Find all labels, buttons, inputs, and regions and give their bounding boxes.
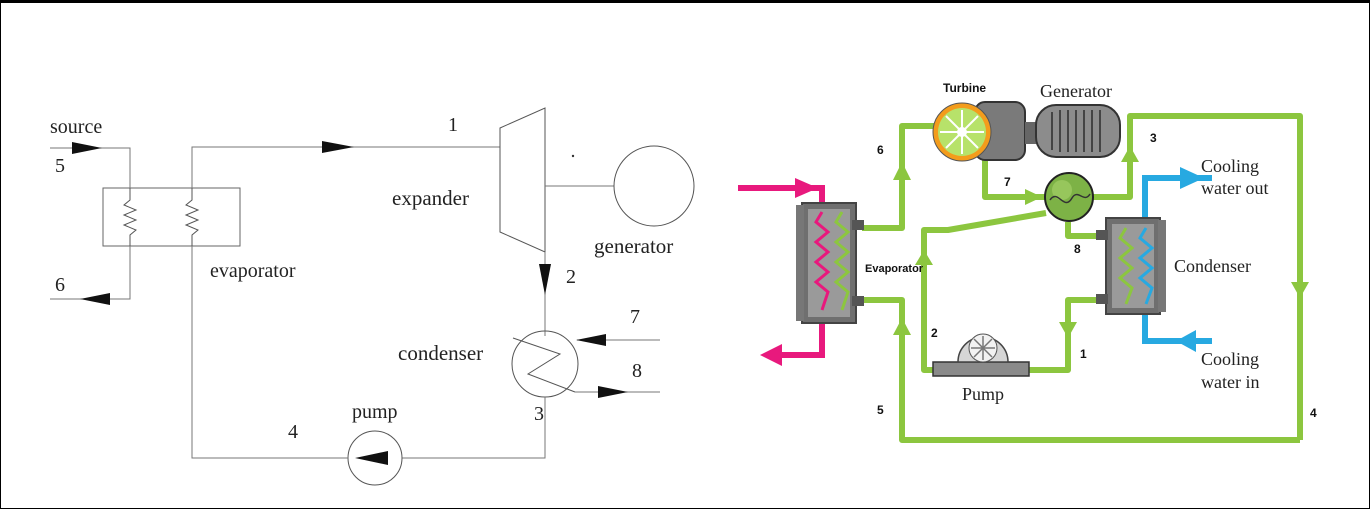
right-arrow-5 — [893, 318, 911, 335]
right-state-7: 7 — [1004, 175, 1011, 189]
left-stray-dot — [571, 154, 575, 158]
right-evaporator — [796, 202, 864, 324]
right-state-5: 5 — [877, 403, 884, 417]
right-arrow-1 — [1059, 322, 1077, 338]
right-state-8: 8 — [1074, 242, 1081, 256]
right-label-pump: Pump — [962, 384, 1004, 404]
right-heat-source-arrow-out — [760, 344, 782, 366]
left-state-8: 8 — [632, 360, 642, 382]
left-state-6: 6 — [55, 274, 65, 296]
right-arrow-2 — [915, 250, 933, 265]
right-line-2 — [921, 210, 1047, 373]
right-arrow-7 — [1025, 189, 1042, 205]
right-generator — [1025, 104, 1121, 158]
left-state-4: 4 — [288, 421, 298, 443]
left-state-2: 2 — [566, 266, 576, 288]
right-line-8 — [1065, 222, 1100, 239]
right-state-4: 4 — [1310, 406, 1317, 420]
right-labels: Turbine Generator Evaporator Condenser P… — [865, 81, 1317, 420]
left-label-evaporator: evaporator — [210, 260, 296, 282]
left-labels: source 5 6 evaporator 1 expander generat… — [50, 114, 673, 443]
left-arrow-8 — [598, 386, 628, 398]
left-state-1: 1 — [448, 114, 458, 136]
right-line-1 — [1028, 297, 1100, 373]
left-source-outlet-line — [50, 246, 131, 300]
left-line-1 — [191, 146, 500, 188]
left-line-3 — [402, 397, 546, 459]
left-label-condenser: condenser — [398, 341, 483, 365]
right-pump — [932, 333, 1030, 377]
right-label-cooling-out-2: water out — [1201, 178, 1268, 198]
right-cooling-arrow-out — [1180, 167, 1204, 189]
left-arrow-2 — [539, 264, 551, 295]
right-label-evaporator: Evaporator — [865, 263, 924, 275]
left-state-7: 7 — [630, 306, 640, 328]
right-line-4-5 — [862, 297, 1300, 443]
left-label-generator: generator — [594, 234, 673, 258]
right-recuperator — [1044, 172, 1094, 222]
left-arrow-1 — [322, 141, 354, 153]
right-cooling-arrow-in — [1176, 330, 1196, 352]
right-flow-arrows — [893, 146, 1309, 338]
left-evaporator-coil-source — [122, 188, 138, 246]
left-evaporator-coil-fluid — [184, 188, 200, 246]
right-state-6: 6 — [877, 143, 884, 157]
right-arrow-6 — [893, 162, 911, 180]
left-arrow-7 — [576, 334, 606, 346]
right-arrow-3 — [1121, 146, 1139, 162]
left-line-4 — [191, 246, 348, 459]
right-arrow-4 — [1291, 282, 1309, 298]
right-turbine — [932, 101, 1026, 162]
right-state-3: 3 — [1150, 131, 1157, 145]
left-state-3: 3 — [534, 403, 544, 425]
left-label-pump: pump — [352, 401, 398, 423]
left-condenser-coil — [512, 337, 576, 393]
left-label-expander: expander — [392, 186, 469, 210]
right-label-cooling-in-1: Cooling — [1201, 349, 1259, 369]
left-schematic — [50, 107, 695, 486]
left-generator — [613, 145, 695, 227]
left-label-source: source — [50, 116, 102, 138]
left-expander — [499, 107, 546, 253]
right-label-turbine: Turbine — [943, 81, 986, 95]
left-arrow-pump — [355, 451, 388, 465]
right-condenser — [1096, 217, 1166, 315]
left-arrows — [72, 141, 628, 465]
left-state-5: 5 — [55, 155, 65, 177]
right-line-3 — [1093, 113, 1303, 440]
right-label-generator: Generator — [1040, 81, 1112, 101]
right-label-condenser: Condenser — [1174, 256, 1251, 276]
left-arrow-5 — [72, 142, 102, 154]
right-label-cooling-in-2: water in — [1201, 372, 1259, 392]
left-arrow-6 — [80, 293, 110, 305]
right-state-2: 2 — [931, 326, 938, 340]
left-evaporator-box — [102, 187, 241, 247]
right-label-cooling-out-1: Cooling — [1201, 156, 1259, 176]
right-heat-source-arrow-in — [795, 178, 818, 198]
right-state-1: 1 — [1080, 347, 1087, 361]
